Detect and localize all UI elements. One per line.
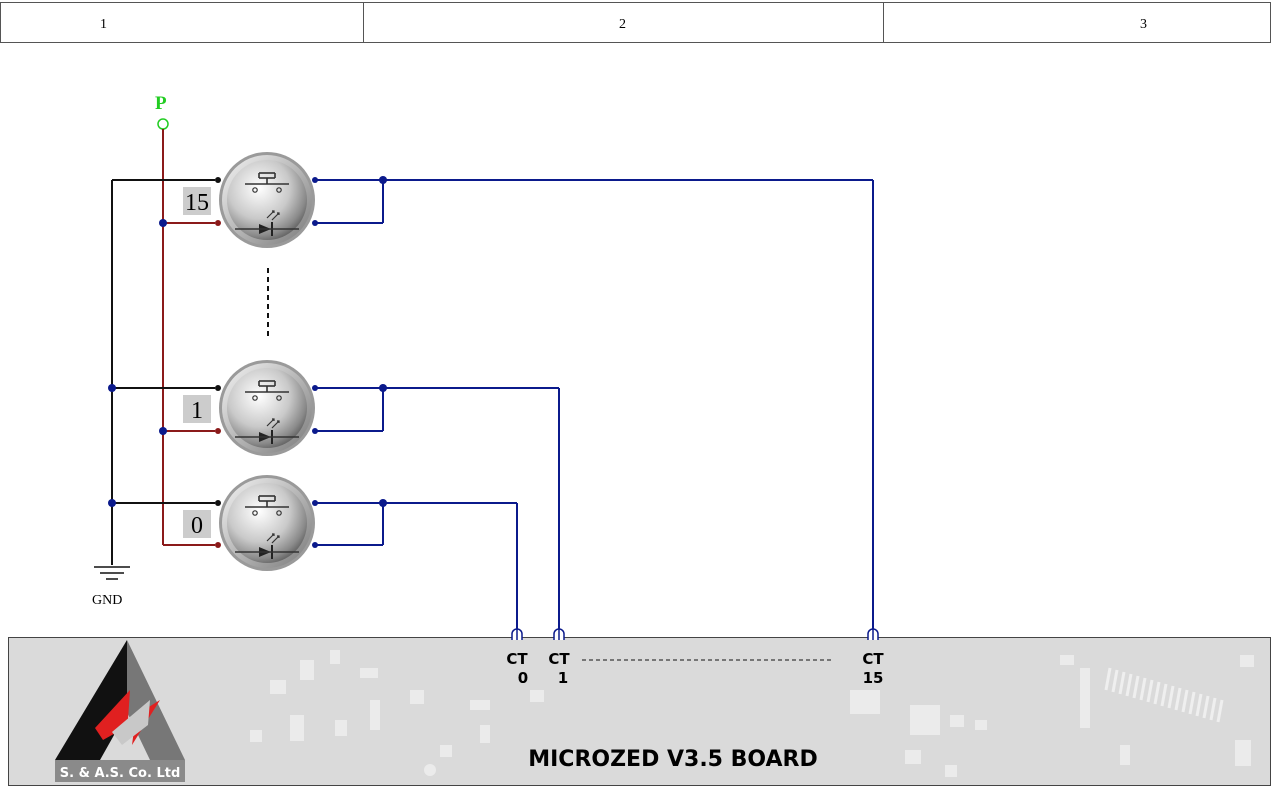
connector-ct1: CT 1 bbox=[548, 650, 570, 687]
header-column-1: 1 bbox=[100, 17, 107, 32]
power-label: P bbox=[155, 93, 167, 114]
connector-ct1-line2: 1 bbox=[558, 669, 568, 687]
button-terminals bbox=[215, 177, 318, 548]
board-pattern bbox=[250, 650, 1254, 777]
connector-ct15-line1: CT bbox=[862, 650, 884, 668]
board-pin-header bbox=[1104, 667, 1224, 723]
button-1: 1 bbox=[183, 359, 316, 457]
header-column-2: 2 bbox=[619, 17, 626, 32]
connector-ct0: CT 0 bbox=[506, 650, 528, 687]
header-column-3: 3 bbox=[1140, 17, 1147, 32]
button-0: 0 bbox=[183, 474, 316, 572]
connector-ct15: CT 15 bbox=[862, 650, 884, 687]
power-wire bbox=[162, 129, 215, 546]
logo-text: S. & A.S. Co. Ltd bbox=[60, 766, 181, 781]
board-title: MICROZED V3.5 BOARD bbox=[528, 747, 818, 772]
ground-symbol bbox=[94, 566, 130, 580]
connector-ct0-line1: CT bbox=[506, 650, 528, 668]
button-15-label: 15 bbox=[185, 190, 209, 216]
header-bar: 1 2 3 bbox=[0, 2, 1271, 43]
connector-ct1-line1: CT bbox=[548, 650, 570, 668]
button-15: 15 bbox=[183, 151, 316, 249]
signal-wires bbox=[315, 179, 874, 632]
connector-ct15-line2: 15 bbox=[863, 669, 884, 687]
junction-dots bbox=[108, 176, 387, 507]
power-terminal: P bbox=[155, 93, 169, 130]
power-terminal-icon bbox=[157, 118, 169, 130]
button-0-label: 0 bbox=[191, 513, 203, 539]
company-logo: S. & A.S. Co. Ltd bbox=[55, 640, 185, 782]
board-panel: S. & A.S. Co. Ltd CT 0 CT 1 CT 15 MICROZ… bbox=[8, 637, 1271, 786]
ground-label: GND bbox=[92, 593, 122, 608]
connector-ct0-line2: 0 bbox=[518, 669, 528, 687]
button-1-label: 1 bbox=[191, 398, 203, 424]
connector-pins bbox=[511, 628, 879, 640]
